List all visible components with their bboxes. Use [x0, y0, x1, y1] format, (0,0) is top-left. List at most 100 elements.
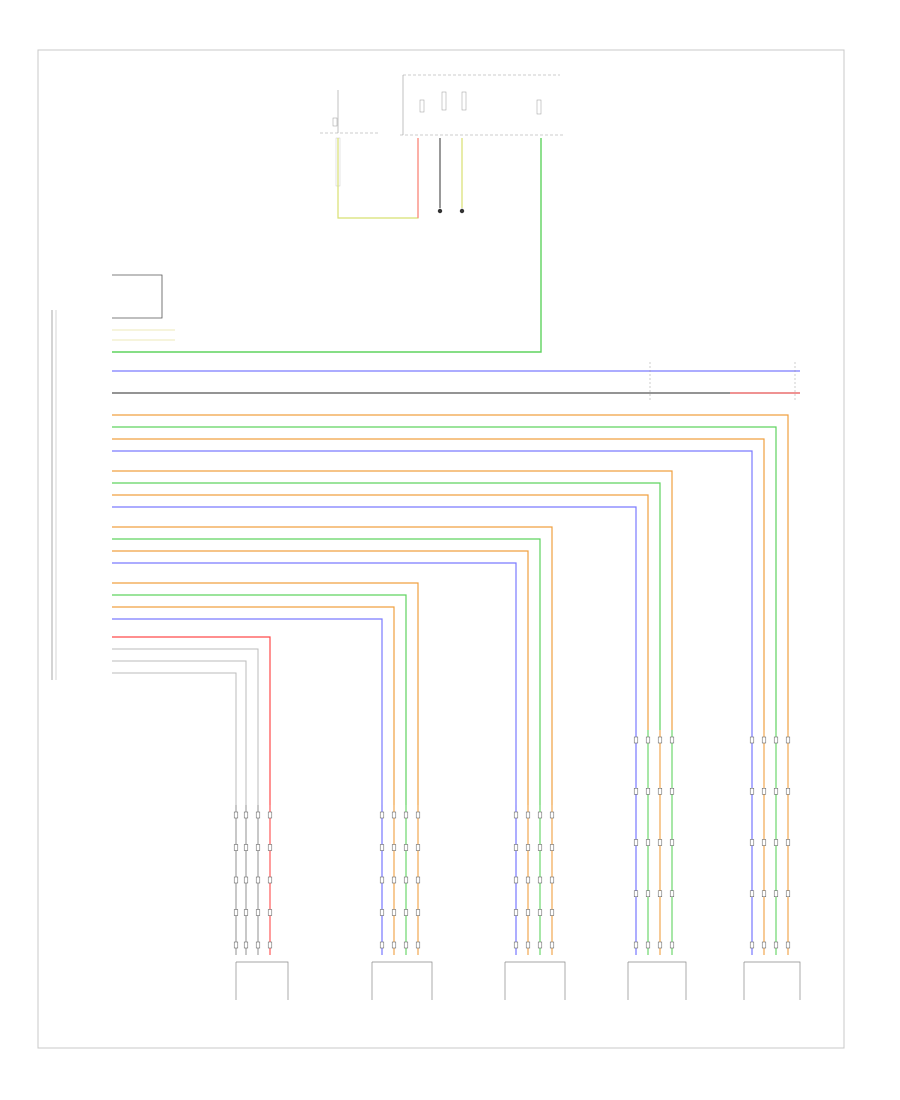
left-front-camera-terminal: [657, 890, 663, 897]
left-side-view-camera-terminal: [415, 811, 421, 819]
fuse-block-right: [400, 74, 565, 136]
rear-view-camera-terminal: [255, 844, 261, 851]
wire-rvc-red: [112, 636, 271, 805]
wire-lsc-orange-2: [112, 606, 395, 805]
diagram-frame: [37, 49, 845, 1049]
right-side-view-camera-terminal: [549, 811, 555, 819]
rear-view-camera-terminal: [267, 811, 273, 819]
left-front-camera-terminal: [669, 788, 675, 795]
wire-green-feed: [112, 138, 542, 353]
left-front-camera-terminal: [633, 788, 639, 795]
wire-lfc-blue: [112, 506, 637, 730]
left-side-view-camera-terminal: [403, 941, 409, 949]
rear-view-camera-terminal: [267, 909, 273, 916]
rear-view-camera-terminal: [233, 909, 239, 916]
right-front-camera-terminal: [749, 839, 755, 846]
left-front-camera-terminal: [633, 890, 639, 897]
splice-right: [459, 208, 465, 214]
right-side-view-camera-terminal: [549, 876, 555, 884]
rear-view-camera-terminal: [255, 811, 261, 819]
right-front-camera-terminal: [785, 839, 791, 846]
right-side-view-camera-terminal: [537, 941, 543, 949]
left-side-view-camera-terminal: [415, 941, 421, 949]
splice-left: [437, 208, 443, 214]
wire-lfc-green: [112, 482, 661, 730]
wire-rvc-gray-1: [112, 648, 259, 805]
right-front-camera-terminal: [761, 788, 767, 795]
left-front-camera: [627, 961, 687, 1000]
right-front-camera-terminal: [773, 839, 779, 846]
left-side-view-camera-terminal: [379, 811, 385, 819]
rear-view-camera-terminal: [243, 811, 249, 819]
left-side-view-camera-terminal: [391, 811, 397, 819]
left-side-view-camera-terminal: [379, 844, 385, 851]
wire-rfc-blue: [112, 450, 753, 730]
wire-module-loop: [112, 274, 163, 319]
left-side-view-camera-terminal: [391, 941, 397, 949]
wire-lsc-blue: [112, 618, 383, 805]
left-front-camera-terminal: [657, 839, 663, 846]
right-front-camera-terminal: [761, 890, 767, 897]
wire-lsc-orange: [112, 582, 419, 805]
left-side-view-camera-terminal: [415, 844, 421, 851]
left-front-camera-terminal: [645, 788, 651, 795]
rear-view-camera-terminal: [243, 909, 249, 916]
rear-view-camera: [235, 961, 289, 1000]
rear-view-camera-terminal: [267, 876, 273, 884]
right-front-camera-terminal: [749, 788, 755, 795]
right-side-view-camera-terminal: [513, 876, 519, 884]
right-front-camera-terminal: [749, 890, 755, 897]
right-side-view-camera-terminal: [513, 844, 519, 851]
left-front-camera-terminal: [669, 890, 675, 897]
right-side-view-camera-terminal: [537, 876, 543, 884]
left-front-camera-terminal: [633, 941, 639, 949]
left-side-view-camera-terminal: [415, 909, 421, 916]
left-side-view-camera-terminal: [379, 876, 385, 884]
right-side-view-camera: [504, 961, 566, 1000]
right-front-camera-terminal: [785, 788, 791, 795]
right-side-view-camera-terminal: [525, 811, 531, 819]
left-front-camera-terminal: [645, 890, 651, 897]
wire-rsc-orange-2: [112, 550, 529, 805]
rear-view-camera-terminal: [267, 941, 273, 949]
fuse-block-left: [320, 90, 378, 187]
left-front-camera-terminal: [669, 941, 675, 949]
left-side-view-camera-terminal: [403, 909, 409, 916]
right-front-camera-terminal: [773, 736, 779, 744]
camera-connectors: [233, 730, 791, 955]
wire-rvc-gray-2: [112, 660, 247, 805]
left-side-view-camera-terminal: [391, 844, 397, 851]
rear-view-camera-terminal: [243, 876, 249, 884]
right-front-camera-terminal: [761, 736, 767, 744]
rear-view-camera-terminal: [255, 941, 261, 949]
right-side-view-camera-terminal: [525, 844, 531, 851]
camera-control-module: [51, 310, 57, 680]
wire-lsc-green: [112, 594, 407, 805]
rear-view-camera-terminal: [243, 844, 249, 851]
rear-view-camera-terminal: [233, 811, 239, 819]
wire-rfc-green: [112, 426, 777, 730]
right-front-camera-terminal: [785, 941, 791, 949]
wire-rsc-green: [112, 538, 541, 805]
wire-yellow-green-top: [337, 138, 419, 219]
right-side-view-camera-terminal: [537, 811, 543, 819]
right-side-view-camera-terminal: [513, 941, 519, 949]
left-front-camera-terminal: [633, 839, 639, 846]
rear-view-camera-terminal: [255, 876, 261, 884]
left-side-view-camera: [371, 961, 433, 1000]
right-side-view-camera-terminal: [549, 844, 555, 851]
right-side-view-camera-terminal: [525, 876, 531, 884]
right-front-camera-terminal: [749, 736, 755, 744]
right-front-camera-terminal: [749, 941, 755, 949]
rear-view-camera-terminal: [233, 941, 239, 949]
right-front-camera-terminal: [785, 890, 791, 897]
left-side-view-camera-terminal: [403, 844, 409, 851]
left-side-view-camera-terminal: [403, 876, 409, 884]
right-side-view-camera-terminal: [525, 909, 531, 916]
left-side-view-camera-terminal: [391, 876, 397, 884]
rear-view-camera-terminal: [267, 844, 273, 851]
right-front-camera-terminal: [773, 890, 779, 897]
left-front-camera-terminal: [669, 736, 675, 744]
wire-rfc-orange-1: [112, 414, 789, 730]
